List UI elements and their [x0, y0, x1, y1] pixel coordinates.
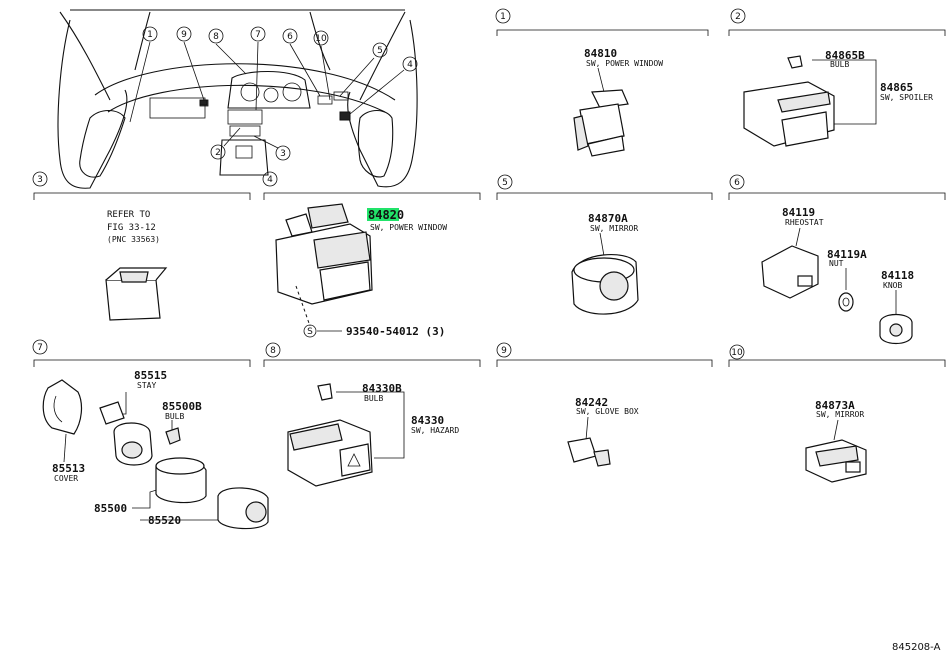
- callout-circle: [372, 42, 388, 58]
- part-desc: BULB: [364, 394, 383, 403]
- glove-box-switch-drawing: [567, 437, 611, 467]
- callout-5: 5: [377, 46, 383, 56]
- part-number[interactable]: 84119A: [827, 248, 867, 261]
- callout-3: 3: [280, 149, 286, 159]
- part-desc: COVER: [54, 474, 78, 483]
- section-number: 2: [735, 12, 741, 22]
- ref-note-line: REFER TO: [107, 210, 150, 220]
- ref-note-line: (PNC 33563): [107, 235, 160, 244]
- part-number[interactable]: 85515: [134, 369, 167, 382]
- part-number[interactable]: 84330: [411, 414, 444, 427]
- part-number[interactable]: 84118: [881, 269, 914, 282]
- spoiler-switch-drawing: [743, 55, 835, 147]
- part-desc: NUT: [829, 259, 844, 268]
- section-7: 7 85515 STAY 85500B BULB 85513 COVER 855…: [32, 339, 269, 530]
- section-2: 2 84865B BULB 84865 SW, SPOILER: [728, 8, 946, 147]
- screw-part-number[interactable]: 93540-54012 (3): [346, 325, 445, 338]
- part-number[interactable]: 84865B: [825, 49, 865, 62]
- part-number[interactable]: 84242: [575, 396, 608, 409]
- rheostat-drawing: [761, 245, 913, 345]
- section-1: 1 84810 SW, POWER WINDOW: [495, 8, 709, 157]
- hazard-switch-drawing: [287, 383, 373, 487]
- part-number[interactable]: 84870A: [588, 212, 628, 225]
- part-number[interactable]: 85520: [148, 514, 181, 527]
- callout-2: 2: [215, 148, 221, 158]
- power-window-master-switch-drawing: [275, 203, 373, 305]
- callout-circle: [313, 30, 329, 46]
- callout-7: 7: [255, 30, 261, 40]
- part-desc: BULB: [165, 412, 184, 421]
- power-window-switch-drawing: [573, 89, 629, 157]
- part-desc: SW, HAZARD: [411, 426, 459, 435]
- part-desc: SW, MIRROR: [590, 224, 638, 233]
- figure-code: 845208-A: [892, 642, 941, 653]
- socket-drawing: [105, 267, 168, 321]
- part-number-highlighted[interactable]: 84820: [368, 208, 404, 222]
- part-desc: RHEOSTAT: [785, 218, 824, 227]
- part-desc: SW, POWER WINDOW: [370, 223, 447, 232]
- section-9: 9 84242 SW, GLOVE BOX: [496, 342, 713, 467]
- part-desc: SW, POWER WINDOW: [586, 59, 663, 68]
- part-desc: SW, SPOILER: [880, 93, 933, 102]
- callout-4: 4: [407, 60, 413, 70]
- callout-circle: [210, 144, 226, 160]
- callout-9: 9: [181, 30, 187, 40]
- mirror-switch-drawing: [571, 253, 639, 315]
- dashboard-overview: [57, 9, 418, 189]
- overview-callouts: 1 9 8 7 6 10 5 4 2 3: [129, 26, 418, 161]
- section-number: 9: [501, 346, 507, 356]
- part-desc: BULB: [830, 60, 849, 69]
- callout-circle: [250, 26, 266, 42]
- part-number[interactable]: 84810: [584, 47, 617, 60]
- callout-circle: [176, 26, 192, 42]
- section-4: 4 84820 SW, POWER WINDOW S 93540-54012 (…: [262, 171, 481, 338]
- part-number[interactable]: 84873A: [815, 399, 855, 412]
- screw-symbol: S: [307, 327, 313, 337]
- section-number: 4: [267, 175, 273, 185]
- section-3: 3 REFER TO FIG 33-12 (PNC 33563): [32, 171, 251, 321]
- mirror-switch-small-drawing: [805, 439, 867, 483]
- part-number[interactable]: 84865: [880, 81, 913, 94]
- section-number: 3: [37, 175, 43, 185]
- part-number[interactable]: 85500B: [162, 400, 202, 413]
- callout-circle: [282, 28, 298, 44]
- screw-symbol-circle: [303, 324, 317, 338]
- part-number[interactable]: 84119: [782, 206, 815, 219]
- section-number: 1: [500, 12, 506, 22]
- ref-note-line: FIG 33-12: [107, 223, 156, 233]
- callout-circle: [275, 145, 291, 161]
- section-number: 5: [502, 178, 508, 188]
- highlight-marker: [367, 208, 399, 221]
- callout-6: 6: [287, 32, 293, 42]
- part-desc: SW, MIRROR: [816, 410, 864, 419]
- section-5: 5 84870A SW, MIRROR: [496, 174, 713, 315]
- section-number: 6: [734, 178, 740, 188]
- callout-circle: [208, 28, 224, 44]
- callout-1: 1: [147, 30, 153, 40]
- section-number: 7: [37, 343, 43, 353]
- callout-circle: [402, 56, 418, 72]
- part-desc: SW, GLOVE BOX: [576, 407, 639, 416]
- callout-8: 8: [213, 32, 219, 42]
- section-number: 8: [270, 346, 276, 356]
- section-8: 8 84330B BULB 84330 SW, HAZARD: [263, 342, 481, 487]
- lighter-assembly-drawing: [42, 379, 269, 530]
- section-number: 10: [731, 348, 743, 358]
- part-number[interactable]: 85500: [94, 502, 127, 515]
- callout-10: 10: [315, 34, 327, 44]
- part-number[interactable]: 85513: [52, 462, 85, 475]
- part-desc: KNOB: [883, 281, 902, 290]
- part-desc: STAY: [137, 381, 156, 390]
- callout-circle: [142, 26, 158, 42]
- section-6: 6 84119 RHEOSTAT 84119A NUT 84118 KNOB: [728, 174, 946, 345]
- section-10: 10 84873A SW, MIRROR: [728, 344, 946, 483]
